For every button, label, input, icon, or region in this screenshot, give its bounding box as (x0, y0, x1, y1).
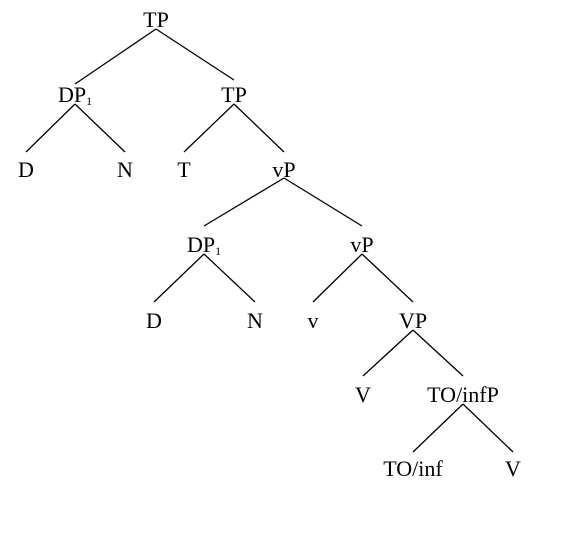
node-v-big-head: V (355, 382, 371, 407)
node-label-text: V (505, 456, 521, 481)
node-t-head: T (177, 157, 191, 182)
edge-to-infp-to-to-inf-head (412, 403, 464, 453)
edge-tp-root-to-tp-bar (155, 28, 235, 81)
node-to-infp: TO/infP (427, 382, 499, 407)
edge-tp-bar-to-t-head (183, 103, 235, 153)
node-to-inf-head: TO/inf (383, 456, 443, 481)
node-label-text: VP (399, 308, 427, 333)
node-d-upper: D (18, 157, 34, 182)
node-label-text: DP (58, 82, 86, 107)
edge-dp1-lower-to-n-lower (203, 253, 256, 303)
node-label-text: v (308, 308, 319, 333)
edge-tp-bar-to-vp-little-upper (233, 103, 285, 153)
edge-vp-little-bar-to-vp-big (361, 253, 414, 303)
node-label-text: TO/inf (383, 456, 443, 481)
edge-dp1-lower-to-d-lower (153, 253, 205, 303)
node-label-text: D (18, 157, 34, 182)
edge-vp-little-bar-to-v-little-head (312, 253, 363, 303)
node-label-text: D (146, 308, 162, 333)
node-label-text: vP (272, 157, 295, 182)
edge-to-infp-to-v-final (462, 403, 514, 453)
node-subscript: 1 (215, 244, 221, 258)
node-label-text: T (177, 157, 191, 182)
node-subscript: 1 (86, 94, 92, 108)
node-label-text: vP (350, 232, 373, 257)
node-label-text: TP (143, 7, 169, 32)
node-vp-big: VP (399, 308, 427, 333)
node-label-text: TO/infP (427, 382, 499, 407)
node-v-final: V (505, 456, 521, 481)
edge-vp-big-to-to-infp (412, 329, 464, 377)
tree-edges (25, 28, 514, 453)
node-dp1-upper: DP1 (58, 82, 92, 108)
node-tp-root: TP (143, 7, 169, 32)
node-d-lower: D (146, 308, 162, 333)
node-tp-bar: TP (221, 82, 247, 107)
node-vp-little-bar: vP (350, 232, 373, 257)
node-label-text: V (355, 382, 371, 407)
node-vp-little-upper: vP (272, 157, 295, 182)
edge-vp-little-upper-to-vp-little-bar (283, 177, 363, 227)
node-label-text: N (247, 308, 263, 333)
node-dp1-lower: DP1 (187, 232, 221, 258)
edge-vp-little-upper-to-dp1-lower (203, 177, 285, 227)
node-label-text: N (117, 157, 133, 182)
node-n-lower: N (247, 308, 263, 333)
edge-vp-big-to-v-big-head (362, 329, 414, 377)
edge-tp-root-to-dp1-upper (74, 28, 157, 85)
node-label-text: DP (187, 232, 215, 257)
edge-dp1-upper-to-n-upper (74, 103, 126, 153)
edge-dp1-upper-to-d-upper (25, 103, 76, 153)
node-label-text: TP (221, 82, 247, 107)
node-n-upper: N (117, 157, 133, 182)
node-v-little-head: v (308, 308, 319, 333)
